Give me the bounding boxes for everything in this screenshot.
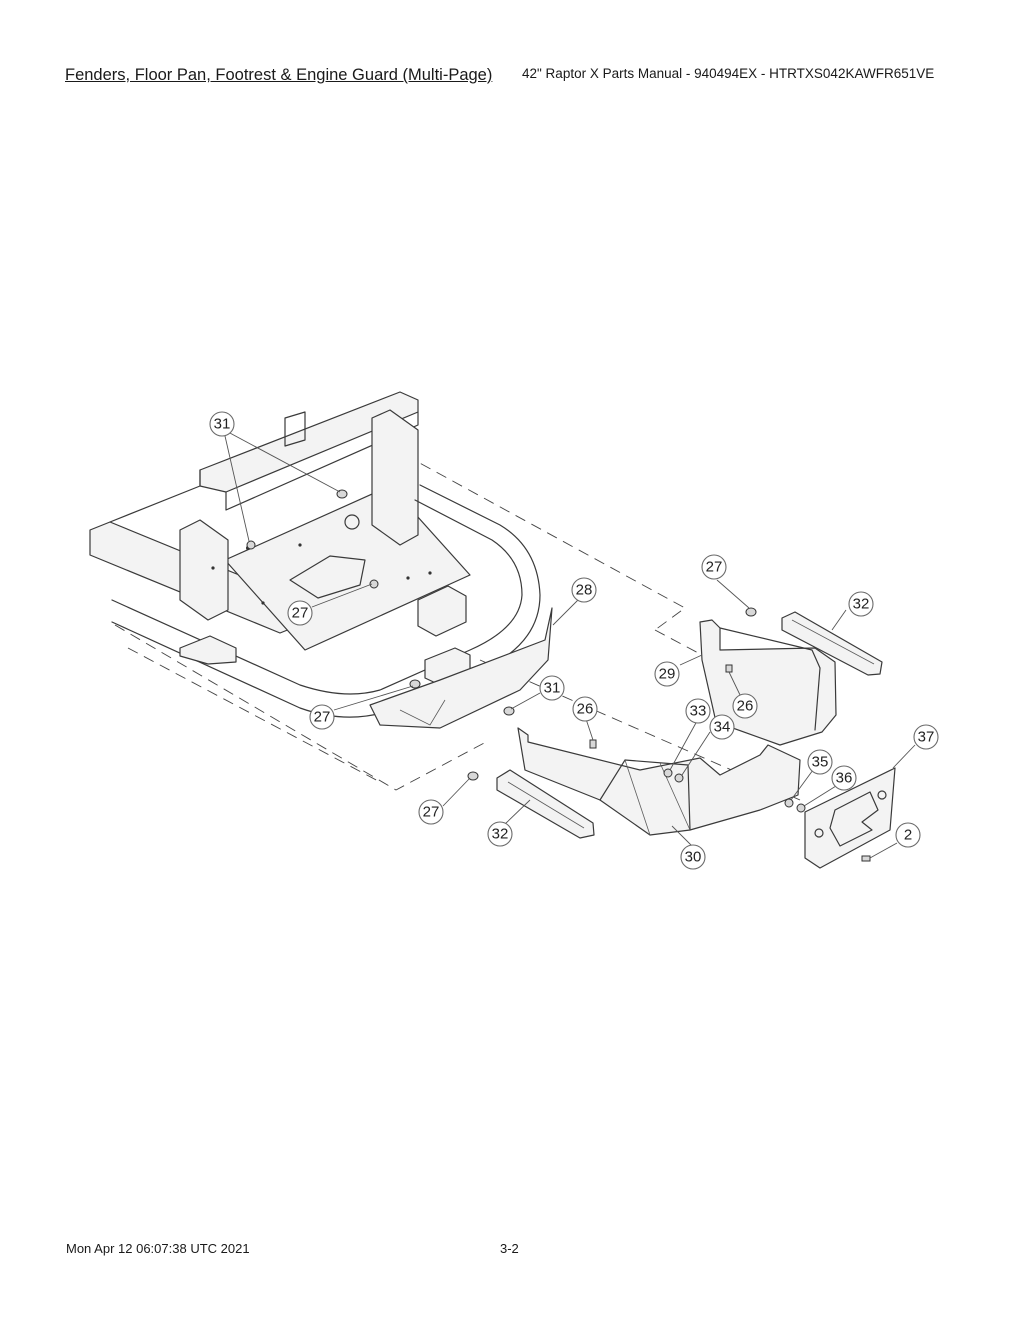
callout-label: 31	[544, 680, 561, 697]
callout-label: 27	[292, 605, 309, 622]
callout-label: 33	[690, 703, 707, 720]
callout-label: 30	[685, 849, 702, 866]
callout-label: 37	[918, 729, 935, 746]
hardware-fasteners	[246, 489, 871, 862]
callout-28: 28	[571, 577, 597, 603]
callout-label: 26	[577, 701, 594, 718]
callout-33: 33	[685, 698, 711, 724]
assembly-dashed-lines	[114, 454, 801, 801]
callout-label: 31	[214, 416, 231, 433]
callout-31-upper: 31	[209, 411, 235, 437]
callout-27-right: 27	[701, 554, 727, 580]
manual-subtitle: 42" Raptor X Parts Manual - 940494EX - H…	[522, 66, 935, 81]
callout-label: 32	[853, 596, 870, 613]
engine-guard-plate	[804, 767, 896, 869]
callout-26-right: 26	[732, 693, 758, 719]
callout-label: 2	[904, 827, 912, 844]
footrest-pad-lower	[496, 769, 595, 839]
callout-26-left: 26	[572, 696, 598, 722]
callout-34: 34	[709, 714, 735, 740]
left-fender-panel	[369, 607, 553, 729]
callout-label: 27	[706, 559, 723, 576]
callout-label: 27	[423, 804, 440, 821]
footer-page-number: 3-2	[500, 1241, 519, 1256]
callout-label: 32	[492, 826, 509, 843]
callout-32-upper: 32	[848, 591, 874, 617]
callout-label: 35	[812, 754, 829, 771]
callout-2: 2	[895, 822, 921, 848]
callout-label: 27	[314, 709, 331, 726]
callout-30: 30	[680, 844, 706, 870]
callout-27-left: 27	[309, 704, 335, 730]
page-title: Fenders, Floor Pan, Footrest & Engine Gu…	[65, 66, 493, 84]
callout-37: 37	[913, 724, 939, 750]
callout-27-floor: 27	[287, 600, 313, 626]
footer-timestamp: Mon Apr 12 06:07:38 UTC 2021	[66, 1241, 250, 1256]
callout-36: 36	[831, 765, 857, 791]
callout-label: 34	[714, 719, 731, 736]
footrest-pad-upper	[781, 611, 883, 676]
callout-27-bottom: 27	[418, 799, 444, 825]
right-fender-panel	[699, 619, 837, 746]
callout-31-lower: 31	[539, 675, 565, 701]
leader-lines	[224, 431, 916, 859]
callout-label: 26	[737, 698, 754, 715]
callout-35: 35	[807, 749, 833, 775]
callout-32-lower: 32	[487, 821, 513, 847]
callout-29: 29	[654, 661, 680, 687]
main-frame-assembly	[89, 391, 541, 718]
callout-label: 36	[836, 770, 853, 787]
callout-label: 29	[659, 666, 676, 683]
callout-label: 28	[576, 582, 593, 599]
